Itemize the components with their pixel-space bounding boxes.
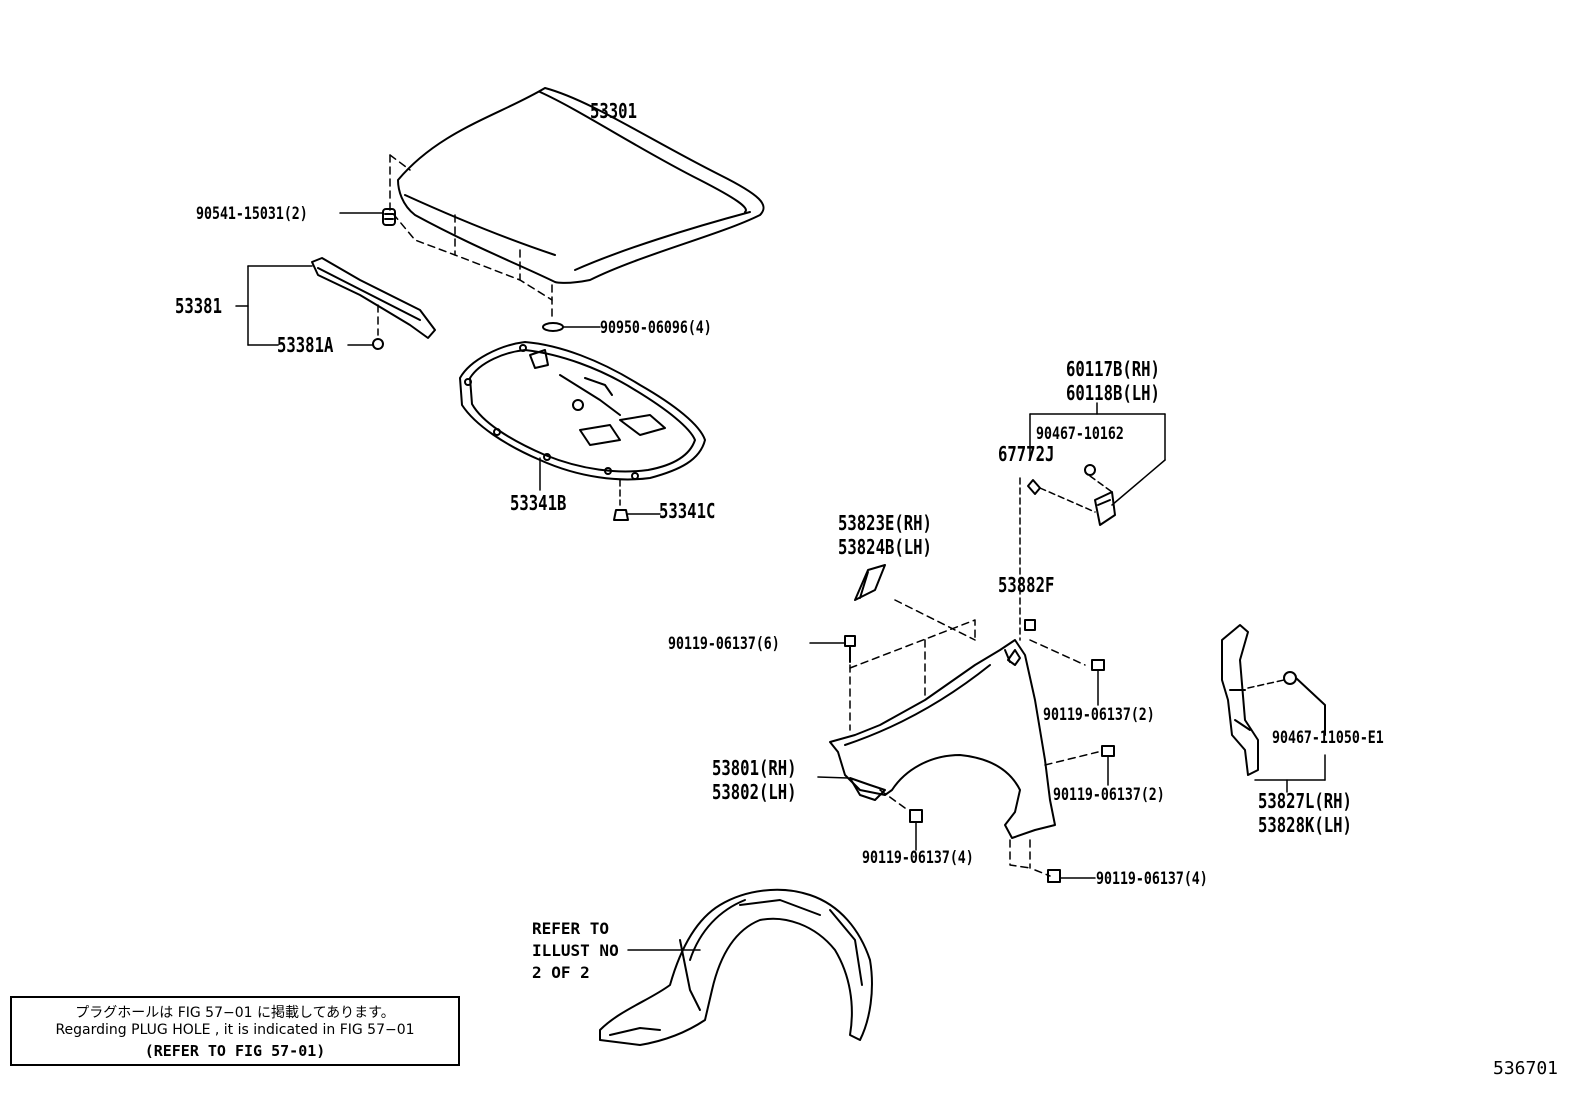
fender-bolt-b-part: [1101, 745, 1115, 786]
hood-seal-part: [235, 257, 436, 350]
hood-insulator-part: [459, 341, 706, 491]
label-fender-seal-rh[interactable]: 53823E(RH): [838, 511, 932, 535]
liner-refer-line2: ILLUST NO: [532, 941, 619, 960]
fender-seal-part: [854, 564, 976, 641]
label-hood-plug[interactable]: 90950-06096(4): [600, 318, 712, 338]
fender-bolt-c-part: [909, 809, 923, 851]
label-mud-guard-lh[interactable]: 60118B(LH): [1066, 381, 1160, 405]
label-fender-bolt-top[interactable]: 90119-06137(6): [668, 634, 780, 654]
label-side-seal-rh[interactable]: 53827L(RH): [1258, 789, 1352, 813]
hood-plug-part: [542, 322, 564, 332]
fender-bolt-top-part: [809, 635, 856, 663]
label-side-seal-clip[interactable]: 90467-11050-E1: [1272, 728, 1384, 748]
note-line-english: Regarding PLUG HOLE , it is indicated in…: [55, 1022, 415, 1038]
hood-panel: [397, 87, 765, 284]
label-hood-seal-clip[interactable]: 53381A: [277, 333, 334, 357]
note-line-japanese: プラグホールは FIG 57−01 に掲載してあります。: [75, 1005, 395, 1021]
label-hood-insulator[interactable]: 53341B: [510, 491, 567, 515]
figure-id: 536701: [1493, 1058, 1559, 1079]
side-seal-part: [1221, 624, 1326, 793]
label-fender-lh[interactable]: 53802(LH): [712, 780, 797, 804]
insulator-clip-part: [613, 509, 661, 521]
liner-refer-line1: REFER TO: [532, 919, 610, 938]
label-hood-cushion[interactable]: 90541-15031(2): [196, 204, 308, 224]
mud-guard-part: [1027, 402, 1166, 526]
fender-panel: [829, 639, 1056, 839]
fender-nut-part: [1024, 619, 1036, 631]
label-mud-guard-rh[interactable]: 60117B(RH): [1066, 357, 1160, 381]
fender-bolt-d-part: [1047, 869, 1096, 883]
label-side-seal-lh[interactable]: 53828K(LH): [1258, 813, 1352, 837]
plug-hole-note-box: プラグホールは FIG 57−01 に掲載してあります。 Regarding P…: [10, 996, 460, 1066]
label-mud-guard-screw[interactable]: 90467-10162: [1036, 424, 1124, 444]
note-line-refer[interactable]: (REFER TO FIG 57-01): [144, 1042, 326, 1060]
label-fender-seal-lh[interactable]: 53824B(LH): [838, 535, 932, 559]
liner-refer-line3: 2 OF 2: [532, 963, 590, 982]
fender-bolt-a-part: [1091, 659, 1105, 706]
hood-cushion-part: [339, 208, 396, 226]
fender-liner-part: [599, 888, 873, 1046]
label-hood-seal[interactable]: 53381: [175, 294, 222, 318]
label-fender-bolt-b[interactable]: 90119-06137(2): [1053, 785, 1165, 805]
label-mud-guard-clip[interactable]: 67772J: [998, 442, 1055, 466]
label-fender-nut[interactable]: 53882F: [998, 573, 1055, 597]
label-insulator-clip[interactable]: 53341C: [659, 499, 716, 523]
label-fender-rh[interactable]: 53801(RH): [712, 756, 797, 780]
label-fender-bolt-c[interactable]: 90119-06137(4): [862, 848, 974, 868]
label-hood[interactable]: 53301: [590, 99, 637, 123]
label-fender-bolt-d[interactable]: 90119-06137(4): [1096, 869, 1208, 889]
label-fender-bolt-a[interactable]: 90119-06137(2): [1043, 705, 1155, 725]
liner-refer-note: REFER TO ILLUST NO 2 OF 2: [532, 918, 619, 984]
